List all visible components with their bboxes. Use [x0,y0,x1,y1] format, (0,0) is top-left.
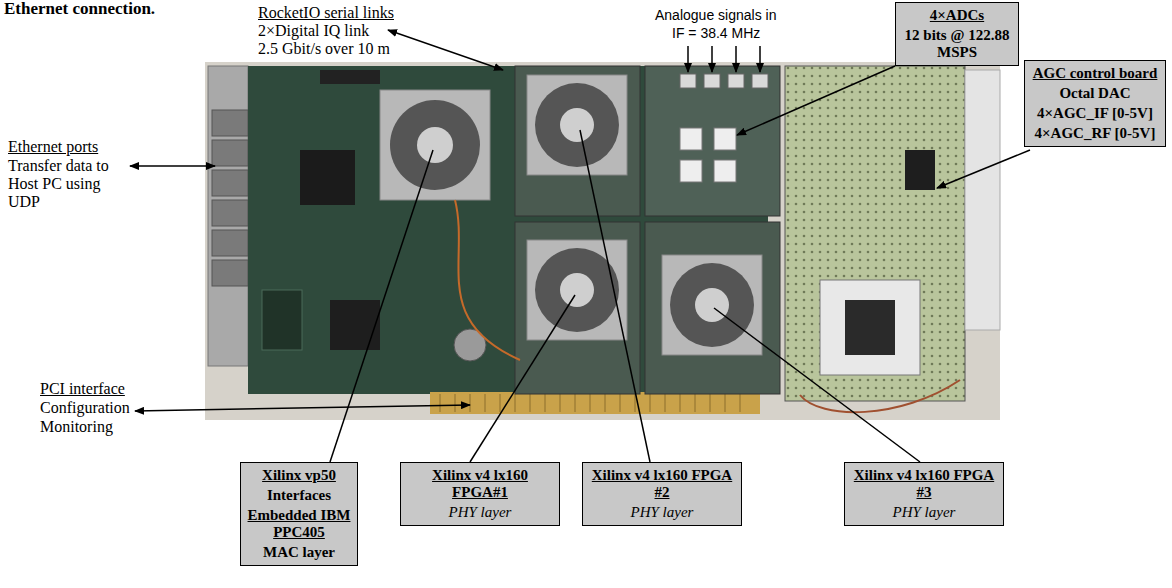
callout-text: Xilinx vp50 [247,467,351,484]
callout-label: Configuration [40,399,130,417]
callout-label: Ethernet ports [8,138,98,156]
fpga-callout: Xilinx v4 lx160 FPGA #2 PHY layer [582,462,742,526]
callout-label: Transfer data to Host PC using UDP [8,157,120,211]
fpga-callout: Xilinx v4 lx160 FPGA #3 PHY layer [844,462,1004,526]
callout-label: 2×Digital IQ link [258,22,369,40]
callout-label: RocketIO serial links [258,4,394,22]
callout-text: 4×AGC_IF [0-5V] [1031,105,1159,122]
callout-text: MAC layer [247,544,351,561]
callout-text: Octal DAC [1031,85,1159,102]
callout-text: PHY layer [407,504,553,521]
callout-text: 12 bits @ 122.88 MSPS [902,27,1012,61]
callout-text: Xilinx v4 lx160 FPGA #3 [851,467,997,501]
callout-text: PHY layer [851,504,997,521]
fpga-callout: Xilinx v4 lx160 FPGA#1PHY layer [400,462,560,526]
callout-text: PHY layer [589,504,735,521]
callout-text: Xilinx v4 lx160 FPGA#1 [407,467,553,501]
callout-text: Xilinx v4 lx160 FPGA #2 [589,467,735,501]
callout-text: 4×ADCs [902,7,1012,24]
callout-text: 4×AGC_RF [0-5V] [1031,125,1159,142]
adc-callout: 4×ADCs 12 bits @ 122.88 MSPS [895,2,1019,66]
agc-callout: AGC control boardOctal DAC 4×AGC_IF [0-5V… [1024,60,1166,147]
callout-text: AGC control board [1031,65,1159,82]
callout-text: Embedded IBM PPC405 [247,507,351,541]
callout-label: IF = 38.4 MHz [672,24,760,42]
callout-label: PCI interface [40,380,125,398]
callout-text: Interfaces [247,487,351,504]
callout-label: Monitoring [40,418,113,436]
callout-label: 2.5 Gbit/s over 10 m [258,40,390,58]
fpga-callout: Xilinx vp50InterfacesEmbedded IBM PPC405… [240,462,358,566]
callout-label: Ethernet connection. [4,0,155,18]
callout-label: Analogue signals in [655,6,776,24]
